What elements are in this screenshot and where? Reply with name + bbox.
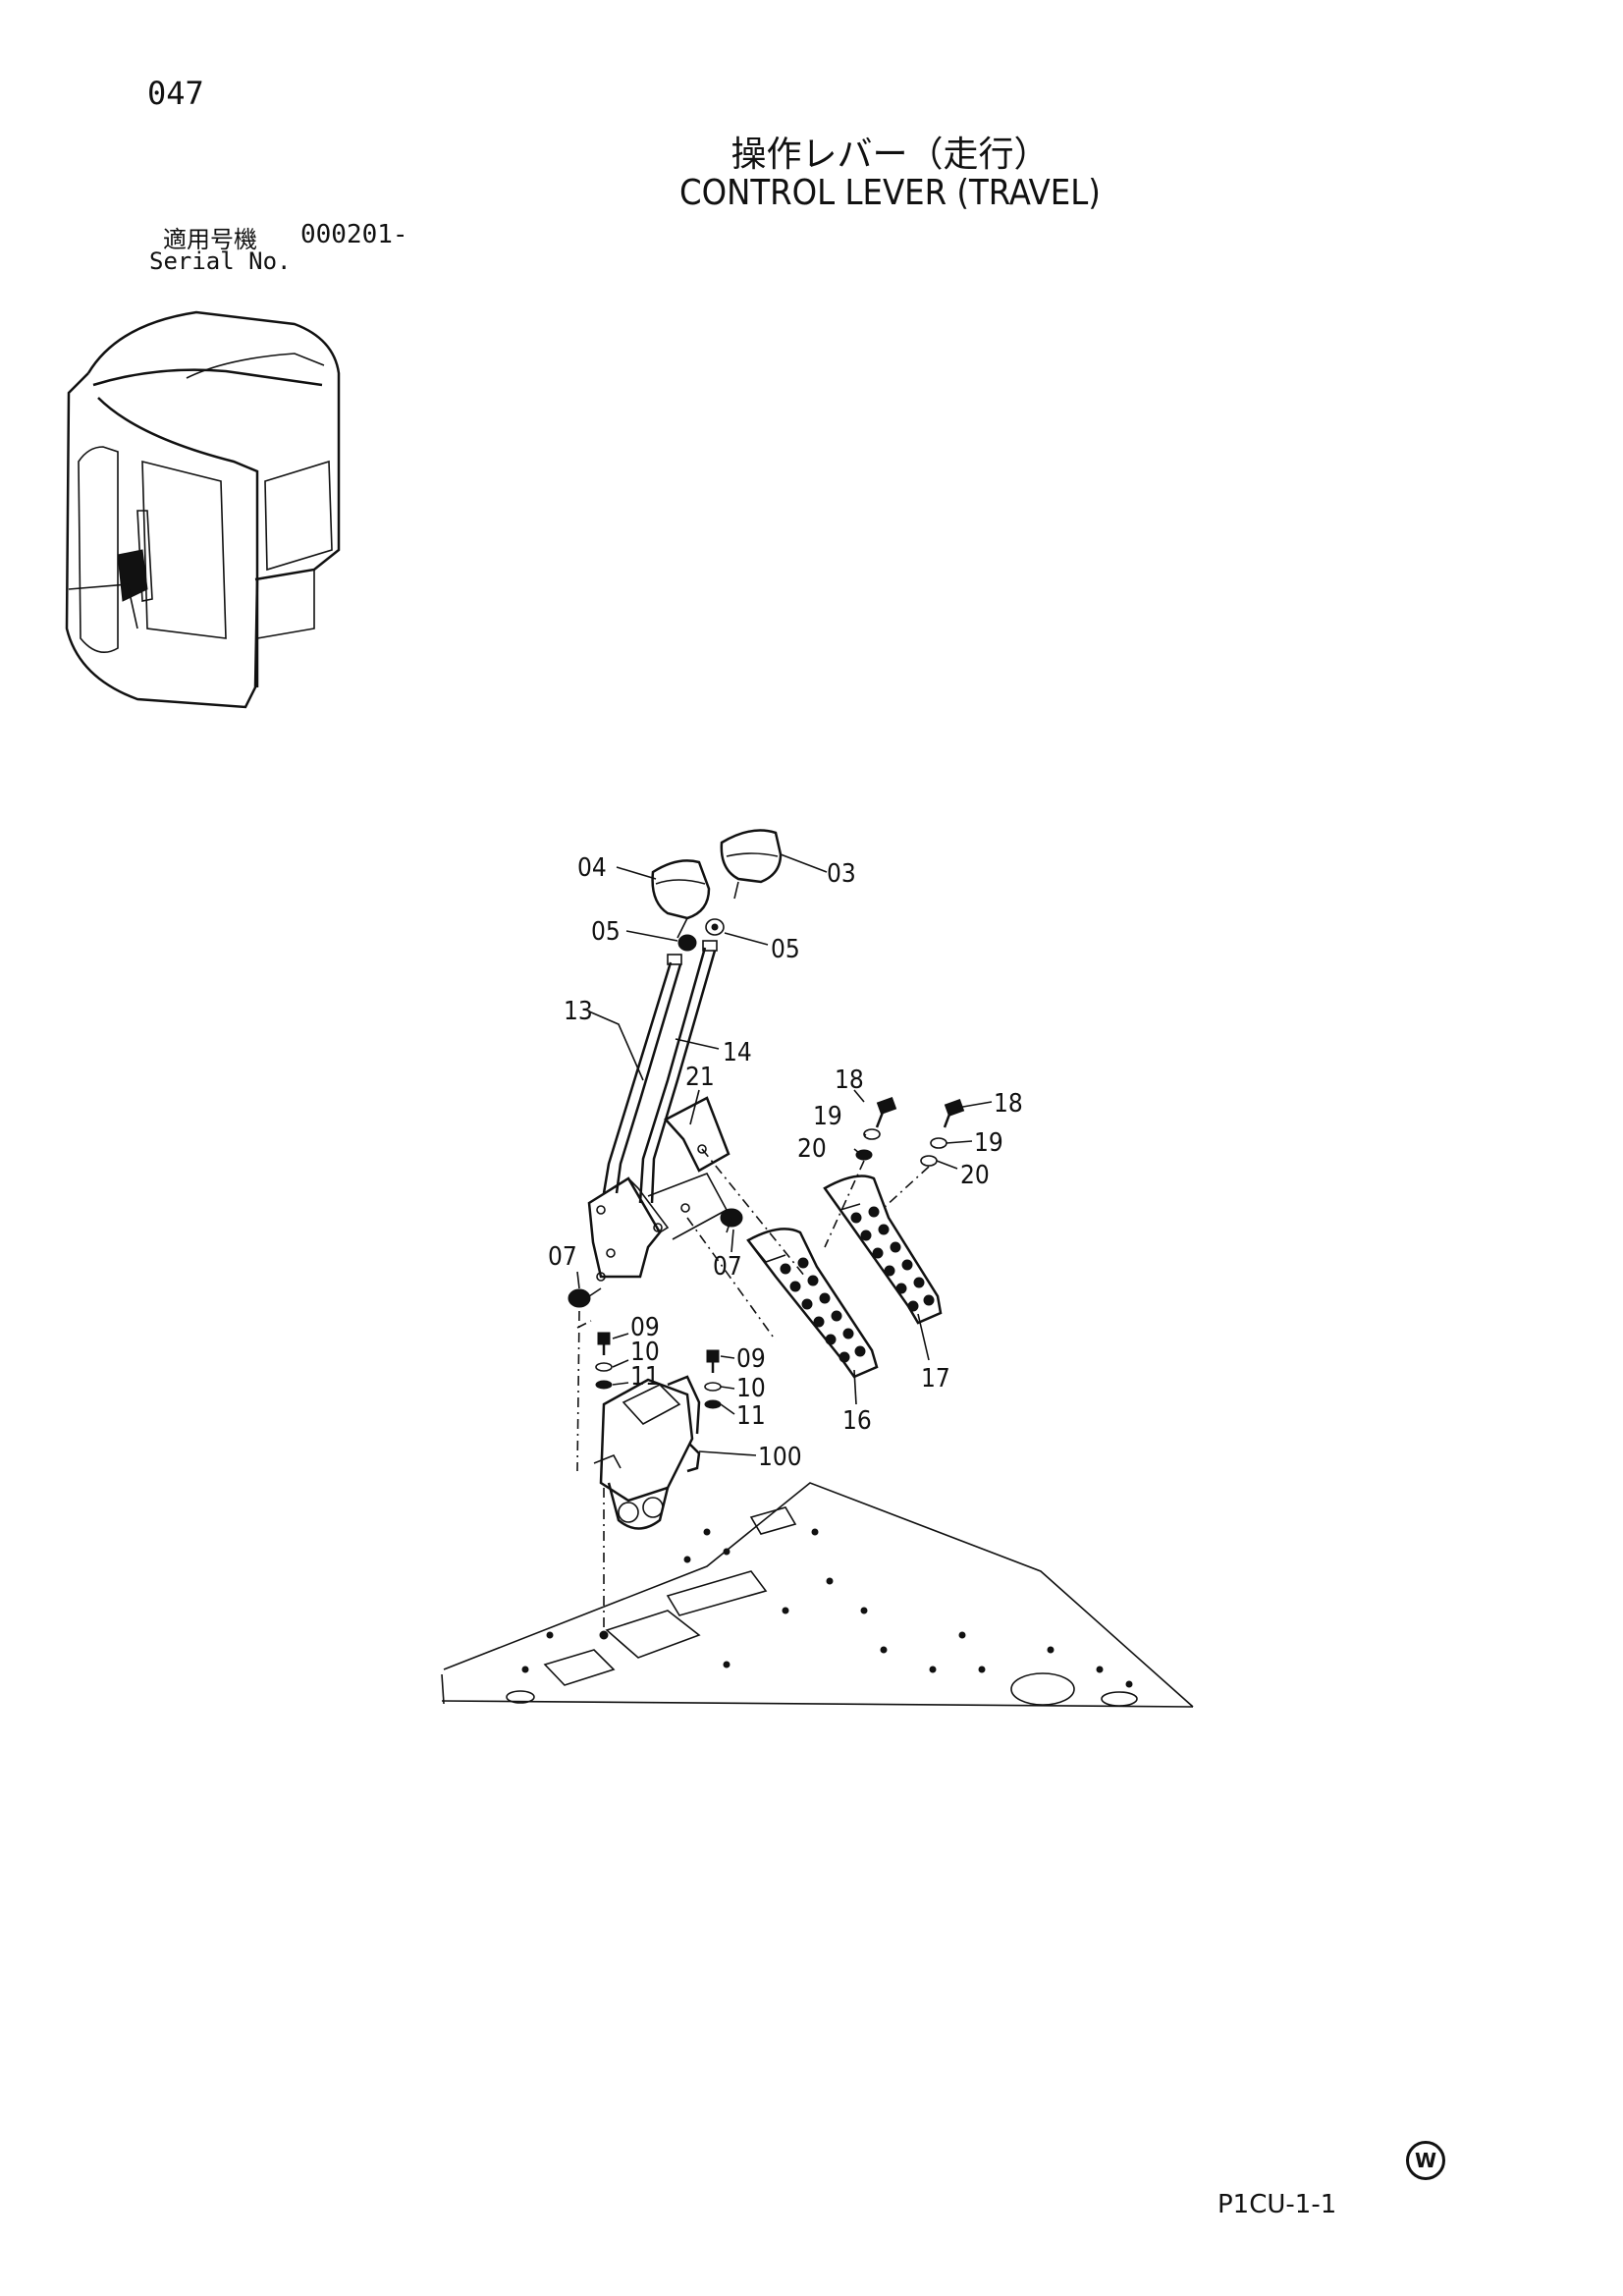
cab-locator-illustration: [65, 310, 341, 709]
washer-11-left: [595, 1380, 613, 1390]
callout-14: 14: [723, 1038, 752, 1067]
washer-10-left: [595, 1362, 613, 1372]
bolt-18-right: [943, 1098, 965, 1128]
callout-05-left: 05: [591, 917, 621, 947]
title-japanese: 操作レバー（走行）: [730, 135, 1050, 175]
callout-07-left: 07: [548, 1242, 577, 1272]
serial-label-english: Serial No.: [149, 247, 292, 275]
page-code: P1CU-1-1: [1217, 2190, 1337, 2219]
washer-10-right: [704, 1382, 722, 1392]
page-number: 047: [147, 75, 204, 112]
bolt-09-right: [706, 1349, 720, 1373]
callout-10-right: 10: [736, 1374, 766, 1403]
pedal-16: [746, 1228, 879, 1379]
bolt-07-left: [568, 1287, 602, 1308]
pedal-17: [823, 1175, 943, 1325]
washer-19-right: [930, 1137, 947, 1149]
cab-floor-plate: [441, 1482, 1194, 1708]
callout-labels: 04 03 05 05 13 14 21 18 18 19 19 20 20 0…: [548, 853, 1023, 1472]
callout-13: 13: [564, 997, 593, 1026]
callout-05-right: 05: [771, 935, 800, 964]
leader-lines: [576, 853, 993, 1456]
callout-09-left: 09: [630, 1313, 660, 1342]
bolt-07-right: [720, 1208, 743, 1233]
pilot-valve-100: [593, 1375, 701, 1530]
title-english: CONTROL LEVER (TRAVEL): [679, 173, 1101, 213]
callout-09-right: 09: [736, 1344, 766, 1374]
washer-11-right: [704, 1399, 722, 1409]
callout-10-left: 10: [630, 1338, 660, 1367]
lever-bracket: [587, 1096, 806, 1341]
callout-07-right: 07: [713, 1252, 742, 1282]
callout-20-left: 20: [797, 1134, 827, 1164]
callout-100: 100: [758, 1443, 802, 1472]
grip-03: [720, 829, 783, 900]
callout-03: 03: [827, 859, 856, 889]
callout-04: 04: [577, 853, 607, 883]
lever-13: [602, 954, 682, 1194]
callout-20-right: 20: [960, 1161, 990, 1190]
washer-20-right: [920, 1155, 938, 1167]
bolt-09-left: [597, 1332, 611, 1355]
grip-04: [651, 859, 711, 920]
callout-16: 16: [842, 1406, 872, 1436]
bolt-18-left: [875, 1096, 897, 1128]
nut-05-left: [677, 934, 697, 952]
callout-18-right: 18: [994, 1089, 1023, 1119]
washer-20-left: [855, 1149, 873, 1161]
callout-19-left: 19: [813, 1102, 842, 1131]
callout-18-left: 18: [835, 1066, 864, 1095]
watermark-symbol: W: [1406, 2141, 1445, 2180]
callout-11-right: 11: [736, 1401, 766, 1431]
callout-21: 21: [685, 1063, 715, 1092]
serial-label-japanese: 適用号機: [163, 226, 257, 253]
callout-19-right: 19: [974, 1128, 1003, 1158]
serial-value: 000201-: [300, 220, 408, 249]
nut-05-right: [705, 918, 725, 936]
callout-17: 17: [921, 1364, 950, 1394]
callout-11-left: 11: [630, 1362, 660, 1392]
washer-19-left: [863, 1128, 881, 1140]
